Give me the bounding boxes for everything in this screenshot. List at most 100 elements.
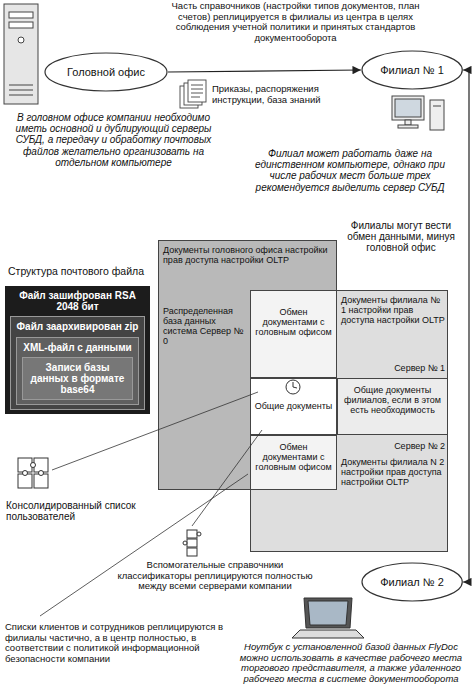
monitor-screen: [395, 99, 421, 117]
leader-line: [192, 430, 262, 526]
node-text: Сервер № 1: [341, 363, 445, 373]
leader-line: [40, 474, 248, 616]
puzzle-piece: [18, 458, 32, 472]
document-sheet: [184, 83, 202, 105]
document-line: [191, 97, 200, 98]
puzzle-knob: [23, 471, 28, 476]
clock-face: [286, 380, 300, 394]
node-text: Распределенная база данных система Серве…: [163, 306, 249, 346]
note-text: Списки клиентов и сотрудников реплицирую…: [5, 622, 227, 665]
laptop-base: [292, 630, 364, 638]
clock-hand: [293, 382, 294, 387]
text-holder: Общие документы: [253, 401, 334, 411]
monitor: [392, 96, 424, 120]
file-layer: Файл зашифрован RSA 2048 битФайл заархив…: [5, 286, 150, 414]
puzzle-piece: [34, 458, 48, 472]
node-text: Головной офис: [67, 66, 145, 78]
vent-line: [9, 90, 33, 91]
label-holder: Консолидированный список пользователей: [6, 500, 156, 522]
power-button: [18, 37, 24, 43]
leader-line: [52, 392, 258, 470]
vent-line: [9, 85, 33, 86]
text-holder: Головной офис: [44, 52, 168, 92]
node-text: Обмен документами с головным офисом: [253, 307, 334, 337]
node-text: Записи базы данных в формате base64: [28, 362, 127, 396]
puzzle-knob: [31, 463, 36, 468]
note-text: В головном офисе компании необходимо име…: [6, 112, 221, 168]
label-holder: Приказы, распоряжения инструкции, база з…: [212, 84, 362, 105]
note-text: Филиалы могут вести обмен данными, минуя…: [345, 220, 457, 254]
pc-case: [430, 100, 444, 130]
text-holder: Распределенная база данных система Серве…: [163, 306, 249, 346]
node-text: Обмен документами с головным офисом: [253, 442, 334, 472]
node-text: XML-файл с данными: [22, 342, 133, 353]
overlap-region: Общие документы: [250, 378, 337, 435]
note-text: Ноутбук с установленной базой данных Fly…: [232, 642, 470, 685]
text-holder: Обмен документами с головным офисом: [253, 442, 334, 472]
text-holder: Сервер № 2: [341, 441, 445, 451]
node-text: Документы филиала № 1 настройки прав дос…: [341, 295, 445, 325]
node-text: Сервер № 2: [341, 441, 445, 451]
node-text: Филиал № 2: [380, 576, 444, 588]
file-layer: Файл заархивирован zipXML-файл с данными…: [10, 316, 145, 410]
node-text: Общие документы: [253, 401, 334, 411]
laptop-lid: [304, 598, 352, 628]
branch-ellipse: Филиал № 1: [361, 50, 463, 90]
label-holder: В головном офисе компании необходимо име…: [6, 112, 221, 168]
label-holder: Структура почтового файла: [8, 266, 158, 278]
note-text: Приказы, распоряжения инструкции, база з…: [212, 84, 362, 105]
ellipse-shape: [362, 51, 462, 89]
catalog-piece: [187, 530, 197, 538]
label-holder: Ноутбук с установленной базой данных Fly…: [232, 642, 470, 685]
text-holder: Документы головного офиса настройки прав…: [163, 245, 333, 265]
document-sheet: [188, 80, 206, 102]
puzzle-piece: [18, 474, 32, 488]
catalog-piece: [187, 539, 197, 547]
overlap-region: Обмен документами с головным офисом: [250, 290, 337, 378]
overlap-region: Общие документы филиалов, если в этом ес…: [337, 378, 448, 435]
node-text: Филиал № 1: [380, 64, 444, 76]
pc-slot: [433, 106, 441, 107]
monitor-stand: [405, 120, 411, 125]
office-ellipse: Головной офис: [44, 52, 168, 92]
document-sheet: [180, 86, 198, 108]
ellipse-shape: [362, 563, 462, 601]
text-holder: Филиал № 1: [361, 50, 463, 90]
puzzle-piece: [34, 474, 48, 488]
note-text: Консолидированный список пользователей: [6, 500, 156, 522]
text-holder: Документы филиала № 1 настройки прав дос…: [341, 295, 445, 325]
label-holder: Филиалы могут вести обмен данными, минуя…: [345, 220, 457, 254]
ellipse-shape: [45, 53, 167, 91]
text-holder: Филиал № 2: [361, 562, 463, 602]
catalog-knob: [197, 532, 201, 536]
file-layer: XML-файл с даннымиЗаписи базы данных в ф…: [16, 337, 139, 406]
node-text: Файл зашифрован RSA 2048 бит: [10, 290, 145, 312]
document-line: [191, 93, 203, 94]
note-text: Филиал может работать даже на единственн…: [245, 148, 455, 193]
document-line: [191, 85, 203, 86]
catalog-knob: [183, 541, 187, 545]
drive-bay: [9, 12, 33, 18]
puzzle-knob: [39, 471, 44, 476]
node-text: Документы филиала N 2 настройки прав дос…: [341, 457, 445, 487]
vent-line: [9, 95, 33, 96]
text-holder: Общие документы филиалов, если в этом ес…: [341, 385, 444, 415]
connector: [168, 70, 361, 72]
text-holder: Сервер № 1: [341, 363, 445, 373]
drive-bay: [9, 22, 33, 28]
label-holder: Филиал может работать даже на единственн…: [245, 148, 455, 193]
label-holder: Вспомогательные справочники классификато…: [115, 560, 315, 592]
note-text: Вспомогательные справочники классификато…: [115, 560, 315, 592]
text-holder: Обмен документами с головным офисом: [253, 307, 334, 337]
label-holder: Списки клиентов и сотрудников реплицирую…: [5, 622, 227, 665]
catalog-piece: [187, 548, 197, 556]
node-text: Файл заархивирован zip: [16, 321, 139, 332]
note-text: Часть справочников (настройки типов доку…: [158, 1, 433, 44]
text-holder: Документы филиала N 2 настройки прав дос…: [341, 457, 445, 487]
file-layer: Записи базы данных в формате base64: [22, 357, 133, 401]
node-text: Документы головного офиса настройки прав…: [163, 245, 333, 265]
overlap-region: Обмен документами с головным офисом: [250, 435, 337, 490]
branch-ellipse: Филиал № 2: [361, 562, 463, 602]
note-text: Структура почтового файла: [8, 266, 158, 278]
node-text: Общие документы филиалов, если в этом ес…: [341, 385, 444, 415]
